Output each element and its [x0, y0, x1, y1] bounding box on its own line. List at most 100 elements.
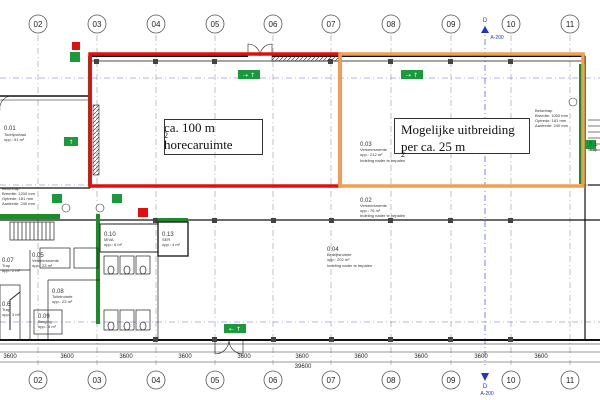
grid-label-bottom: 08 [387, 376, 396, 385]
svg-text:Aantrede: 240 mm: Aantrede: 240 mm [2, 201, 36, 206]
grid-label-bottom: 06 [269, 376, 278, 385]
room-area: opp.: 3 m² [2, 312, 21, 317]
grid-label-top: 05 [211, 20, 220, 29]
room-number: 0.10 [104, 232, 116, 238]
grid-label-top: 03 [93, 20, 102, 29]
room-number: 0.01 [4, 126, 16, 132]
doors [0, 43, 273, 355]
svg-text:A-200: A-200 [490, 35, 504, 41]
right-stair [588, 119, 600, 151]
svg-text:D: D [483, 18, 488, 24]
room-name: Verkeersruimte [360, 147, 388, 152]
svg-text:Aantrede: 240 mm: Aantrede: 240 mm [535, 123, 569, 128]
room-number: 0.6 [2, 302, 11, 308]
svg-text:Breedte: 1000 mm: Breedte: 1000 mm [535, 113, 569, 118]
svg-text:⇢ ↑: ⇢ ↑ [243, 72, 255, 79]
columns [94, 59, 513, 342]
room-name: Verkeersruimte [32, 258, 60, 263]
bay-dimension: 3600 [414, 354, 428, 360]
room-number: 0.03 [360, 142, 372, 148]
room-name: Trap [2, 307, 11, 312]
room-area: opp.: 6 m² [104, 242, 123, 247]
room-name: MIVA [104, 237, 114, 242]
room-number: 0.04 [327, 247, 339, 253]
room-area: opp.: 4 m² [162, 242, 181, 247]
room-number: 0.09 [38, 314, 50, 320]
extension-outline [338, 52, 585, 188]
svg-text:↑: ↑ [68, 139, 73, 146]
svg-text:Optrede: 181 mm: Optrede: 181 mm [2, 196, 34, 201]
grid-bubbles-top: 02 03 04 05 06 07 08 09 10 11 [28, 14, 580, 34]
svg-text:A-200: A-200 [480, 391, 494, 397]
bay-dimension: 3600 [295, 354, 309, 360]
svg-text:⇢ ↑: ⇢ ↑ [406, 72, 418, 79]
svg-text:Breedte: 1200 mm: Breedte: 1200 mm [2, 191, 36, 196]
room-name: Verkeersruimte [360, 203, 388, 208]
section-marker-bottom: D A-200 [480, 373, 494, 397]
room-area: opp.: 2 m² [2, 268, 21, 273]
grid-label-bottom: 05 [211, 376, 220, 385]
grid-label-bottom: 11 [566, 376, 575, 385]
room-number: 0.1 [589, 142, 598, 148]
left-stair [92, 104, 100, 176]
grid-label-top: 11 [566, 20, 575, 29]
room-name: Tochtportaal [4, 132, 26, 137]
grid-label-top: 09 [447, 20, 456, 29]
room-area: opp.: 76 m² [360, 208, 381, 213]
room-name: Trap [2, 263, 11, 268]
room-area: opp.: 202 m² [327, 257, 350, 262]
dimension-line: 3600 3600 3600 3600 3600 3600 3600 3600 … [0, 351, 600, 370]
svg-text:Betontrap: Betontrap [535, 108, 553, 113]
exit-signs: ⇢ ↑ ⇢ ↑ ↑ ⇠ ↑ [52, 42, 596, 333]
service-block [0, 221, 189, 341]
bay-dimension: 3600 [237, 354, 251, 360]
total-dimension: 39600 [295, 364, 312, 370]
tag-circles [61, 97, 578, 213]
section-arrow-icon [481, 373, 489, 381]
svg-text:Betontrap: Betontrap [2, 186, 20, 191]
room-name: SER [162, 237, 170, 242]
grid-label-bottom: 02 [34, 376, 43, 385]
room-number: 0.13 [162, 232, 174, 238]
grid-label-top: 02 [34, 20, 43, 29]
grid-label-bottom: 10 [507, 376, 516, 385]
grid-label-bottom: 09 [447, 376, 456, 385]
room-name: Berging [38, 319, 52, 324]
room-name: Trap [589, 147, 598, 152]
room-note: Indeling nader te bepalen [327, 263, 372, 268]
room-name: Bedrijfsruimte [327, 252, 352, 257]
bay-dimension: 3600 [119, 354, 133, 360]
grid-label-bottom: 07 [327, 376, 336, 385]
grid-label-top: 10 [507, 20, 516, 29]
room-number: 0.07 [2, 258, 14, 264]
bay-dimension: 3600 [534, 354, 548, 360]
section-marker-top: D A-200 [481, 18, 504, 365]
room-number: 0.08 [52, 289, 64, 295]
room-note: Indeling nader te bepalen [360, 158, 405, 163]
room-number: 0.02 [360, 198, 372, 204]
room-area: opp.: 51 m² [4, 137, 25, 142]
room-area: opp.: 4 m² [38, 324, 57, 329]
room-name: Toiletruimte [52, 294, 73, 299]
grid-label-bottom: 03 [93, 376, 102, 385]
room-area: opp.: 23 m² [32, 263, 53, 268]
bay-dimension: 3600 [178, 354, 192, 360]
room-note: Indeling nader te bepalen [360, 213, 405, 218]
bay-dimension: 3600 [354, 354, 368, 360]
grid-label-bottom: 04 [152, 376, 161, 385]
grid-label-top: 06 [269, 20, 278, 29]
room-labels: 0.01 Tochtportaal opp.: 51 m² 0.03 Verke… [2, 126, 598, 329]
svg-text:D: D [483, 384, 488, 390]
grid-label-top: 07 [327, 20, 336, 29]
svg-text:⇠ ↑: ⇠ ↑ [229, 326, 241, 333]
svg-text:Optrede: 181 mm: Optrede: 181 mm [535, 118, 567, 123]
grid-label-top: 04 [152, 20, 161, 29]
room-area: opp.: 23 m² [52, 299, 73, 304]
room-area: opp.: 212 m² [360, 152, 383, 157]
room-number: 0.05 [32, 253, 44, 259]
bay-dimension: 3600 [474, 354, 488, 360]
